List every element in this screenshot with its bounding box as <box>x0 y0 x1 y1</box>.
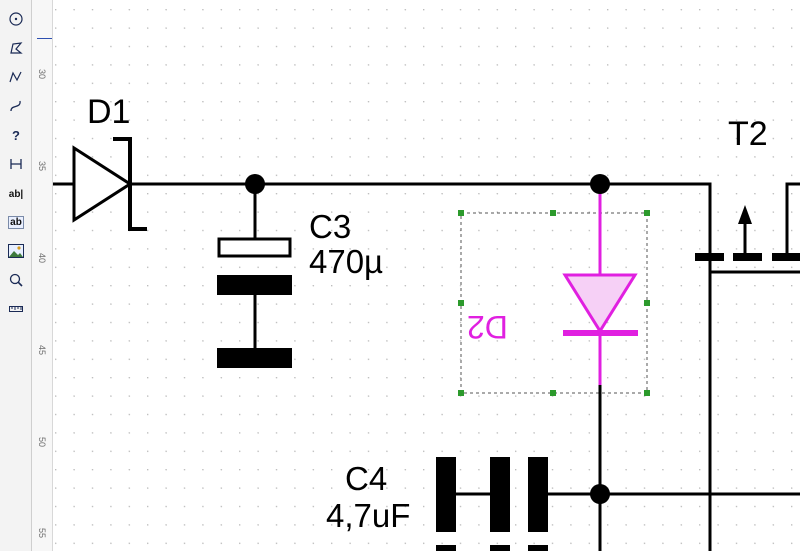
ruler-tick: 45 <box>37 344 47 355</box>
transistor-t2[interactable] <box>695 182 800 274</box>
capacitor-c4[interactable] <box>436 457 600 551</box>
diode-d2[interactable] <box>562 194 638 385</box>
c4-label[interactable]: C4 <box>345 460 388 497</box>
ruler-icon[interactable] <box>4 298 28 320</box>
vertical-ruler: 30 35 40 45 50 55 <box>32 0 53 551</box>
dimension-icon[interactable] <box>4 153 28 175</box>
zoom-icon[interactable] <box>4 269 28 291</box>
c3-value[interactable]: 470µ <box>309 243 384 280</box>
ruler-tick: 35 <box>37 160 47 171</box>
resize-handle[interactable] <box>550 390 556 396</box>
text-label-tool[interactable]: ab| <box>8 188 24 200</box>
schematic-drawing <box>53 0 800 551</box>
resize-handle[interactable] <box>458 390 464 396</box>
resize-handle[interactable] <box>458 210 464 216</box>
crosshair-icon[interactable] <box>4 8 28 30</box>
resize-handle[interactable] <box>644 300 650 306</box>
curve-icon[interactable] <box>4 95 28 117</box>
resize-handle[interactable] <box>458 300 464 306</box>
resize-handle[interactable] <box>644 390 650 396</box>
polygon-icon[interactable] <box>4 37 28 59</box>
resize-handle[interactable] <box>550 210 556 216</box>
grid-dots <box>53 0 800 551</box>
selection-box-d2[interactable] <box>458 210 650 396</box>
ruler-tick: 40 <box>37 252 47 263</box>
c4-value[interactable]: 4,7uF <box>326 497 411 534</box>
ruler-tick: 50 <box>37 436 47 447</box>
image-icon[interactable] <box>4 240 28 262</box>
schematic-canvas[interactable]: D1 C3 470µ D2 T2 C4 4,7uF <box>53 0 800 551</box>
t2-label[interactable]: T2 <box>728 115 768 153</box>
ruler-tick: 30 <box>37 68 47 79</box>
text-box-tool[interactable]: ab <box>8 215 24 229</box>
c3-label[interactable]: C3 <box>309 208 352 245</box>
drawing-toolbar: ? ab| ab <box>0 0 32 551</box>
main-wire[interactable] <box>53 182 712 551</box>
ruler-tick: 55 <box>37 527 47 538</box>
capacitor-c3[interactable] <box>217 184 292 368</box>
d1-label[interactable]: D1 <box>87 93 131 131</box>
resize-handle[interactable] <box>644 210 650 216</box>
polyline-icon[interactable] <box>4 66 28 88</box>
d2-label[interactable]: D2 <box>467 309 508 345</box>
help-icon[interactable]: ? <box>12 127 20 143</box>
junction-dot <box>590 174 610 194</box>
diode-d1[interactable] <box>72 137 147 231</box>
ruler-cursor-marker <box>37 38 52 39</box>
